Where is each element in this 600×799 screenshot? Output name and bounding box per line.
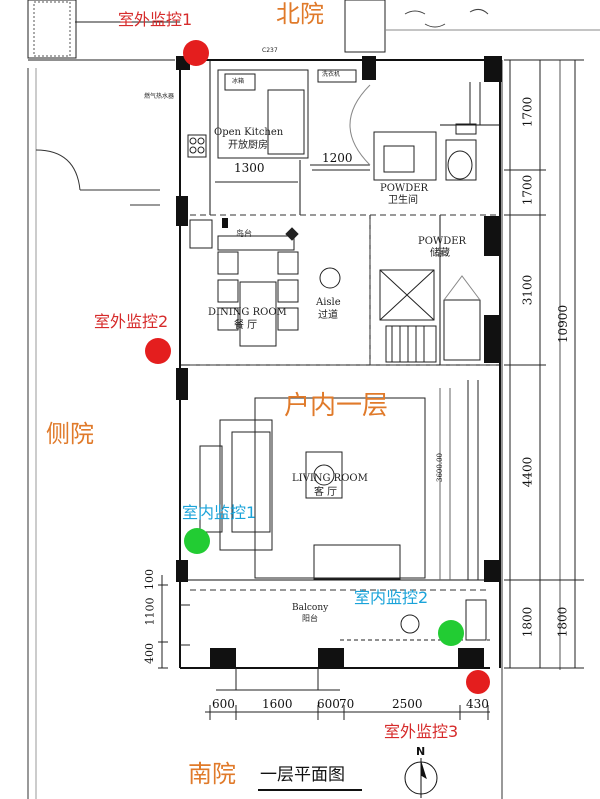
fixture-label-1: C237	[262, 47, 278, 54]
living-room-label: LIVING ROOM	[292, 473, 368, 484]
dim-bottom-6: 430	[466, 697, 489, 711]
powder-room-zh-label: 卫生间	[388, 195, 418, 206]
dim-right-3: 3100	[520, 274, 535, 306]
north-yard-structures	[27, 0, 600, 61]
balcony-label: Balcony	[292, 603, 329, 613]
left-dimensions	[158, 575, 168, 669]
dim-bottom-4: 70	[339, 697, 355, 711]
indoor-camera-1-label: 室内监控1	[182, 503, 257, 522]
dim-right-6: 1800	[555, 606, 570, 638]
dim-bottom-1: 600	[212, 697, 235, 711]
dim-left-2: 1100	[143, 597, 157, 626]
outer-lines	[27, 60, 561, 799]
dining-room-label: DINING ROOM	[208, 307, 287, 318]
powder-room-label: POWDER	[380, 183, 429, 194]
dim-right-1: 1700	[520, 96, 535, 128]
north-yard-label: 北院	[276, 0, 324, 28]
balcony-zh-label: 阳台	[302, 614, 318, 623]
dim-bottom-5: 2500	[392, 697, 423, 711]
dim-left-1: 100	[143, 569, 156, 590]
storage-room-zh-label: 储藏	[430, 248, 450, 259]
open-kitchen-label: Open Kitchen	[214, 127, 284, 138]
south-yard-label: 南院	[188, 760, 236, 788]
outdoor-camera-3-marker	[466, 670, 490, 694]
aisle-zh-label: 过道	[318, 310, 338, 321]
dim-bottom-3: 600	[317, 697, 340, 711]
dim-right-5: 1800	[520, 606, 535, 638]
living-room-zh-label: 客 厅	[314, 487, 338, 498]
kitchen-fixtures	[187, 69, 481, 181]
dim-bottom-2: 1600	[262, 697, 293, 711]
floor-plan-title: 一层平面图	[260, 765, 345, 785]
aisle-label: Aisle	[316, 297, 341, 308]
outdoor-camera-2-marker	[145, 338, 171, 364]
gas-heater-label: 燃气热水器	[144, 93, 175, 100]
stairs	[379, 269, 481, 363]
outdoor-camera-1-label: 室外监控1	[118, 10, 193, 29]
living-furniture	[199, 380, 479, 580]
dashed-zones	[190, 214, 500, 591]
north-indicator: N	[416, 745, 426, 758]
outdoor-camera-3-label: 室外监控3	[384, 722, 459, 741]
dim-living-small: 3600.00	[435, 453, 444, 482]
indoor-camera-1-marker	[184, 528, 210, 554]
wall-pillars	[176, 56, 502, 668]
bottom-dimensions	[205, 705, 490, 720]
side-yard-label: 侧院	[46, 420, 94, 448]
balcony-fixtures	[180, 599, 490, 691]
indoor-camera-2-marker	[438, 620, 464, 646]
indoor-camera-2-label: 室内监控2	[354, 588, 429, 607]
dining-room-zh-label: 餐 厅	[234, 320, 258, 331]
dining-furniture	[189, 219, 341, 347]
dim-right-4: 4400	[520, 456, 535, 488]
dim-kitchen-width: 1300	[234, 161, 265, 175]
open-kitchen-zh-label: 开放厨房	[228, 140, 268, 151]
dim-total: 10900	[556, 304, 571, 344]
right-dimensions	[504, 59, 584, 669]
north-arrow-symbol	[404, 758, 438, 798]
dim-hall-width: 1200	[322, 151, 353, 165]
dim-left-3: 400	[143, 643, 156, 664]
outdoor-camera-2-label: 室外监控2	[94, 312, 169, 331]
kitchen-dimensions	[215, 169, 370, 183]
outdoor-camera-1-marker	[183, 40, 209, 66]
storage-room-label: POWDER	[418, 236, 467, 247]
fixture-label-2: 冰箱	[232, 78, 245, 85]
dim-right-2: 1700	[520, 174, 535, 206]
fixture-label-3: 洗衣机	[322, 71, 341, 78]
interior-floor-label: 户内一层	[284, 391, 389, 421]
island-label: 岛台	[236, 229, 252, 238]
